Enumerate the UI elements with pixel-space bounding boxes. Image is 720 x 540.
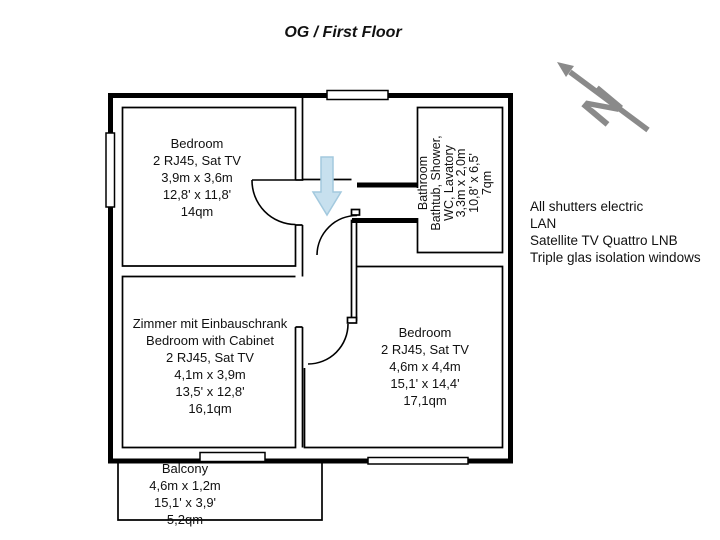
window-bottom [367, 456, 469, 465]
balcony-door [199, 451, 266, 463]
room-label-bedroom-bottom-right: Bedroom 2 RJ45, Sat TV 4,6m x 4,4m 15,1'… [345, 324, 505, 409]
room-label-bedroom-top-left: Bedroom 2 RJ45, Sat TV 3,9m x 3,6m 12,8'… [122, 135, 272, 220]
door-swings [251, 179, 358, 365]
note-line: All shutters electric [530, 199, 644, 214]
door-arc-bedroom-top-left [251, 179, 296, 226]
room-label-balcony: Balcony 4,6m x 1,2m 15,1' x 3,9' 5,2qm [115, 460, 255, 528]
wall-bedroom-top-left [121, 106, 297, 267]
room-size-ft: 13,5' x 12,8' [175, 384, 245, 399]
door-arc-bathroom [316, 214, 358, 256]
room-size-ft: 12,8' x 11,8' [162, 187, 232, 202]
room-name: Bedroom [170, 136, 224, 151]
page-title: OG / First Floor [284, 24, 402, 41]
stairs-down-arrow-icon [311, 156, 343, 217]
balcony-outline [117, 463, 323, 521]
door-jamb-lower [346, 316, 358, 324]
room-name-de: Zimmer mit Einbauschrank [132, 316, 288, 331]
room-features: 2 RJ45, Sat TV [153, 153, 241, 168]
note-line: Triple glas isolation windows [530, 250, 701, 265]
door-jamb-upper [350, 208, 361, 216]
room-size-m: 4,1m x 3,9m [174, 367, 246, 382]
room-label-bathroom: Bathroom Bathtub, Shower, WC, Lavatory 3… [416, 105, 495, 261]
room-size-m: 3,9m x 3,6m [161, 170, 233, 185]
door-arc-bedroom-bottom-right [307, 323, 349, 365]
note-line: Satellite TV Quattro LNB [530, 233, 678, 248]
room-name: Balcony [161, 461, 209, 476]
window-top [326, 89, 389, 101]
room-area: 16,1qm [188, 401, 232, 416]
compass-arrow-head [557, 62, 574, 77]
room-area: 7qm [479, 170, 494, 196]
wall-bedroom-bottom-right [303, 265, 504, 449]
room-area: 5,2qm [166, 512, 204, 527]
room-features: 2 RJ45, Sat TV [381, 342, 469, 357]
outer-walls [108, 93, 513, 464]
north-compass-icon: N [557, 62, 650, 136]
compass-letter: N [571, 77, 632, 136]
room-size-m: 4,6m x 4,4m [389, 359, 461, 374]
window-left [105, 132, 116, 208]
interior-walls [121, 95, 504, 449]
room-area: 17,1qm [403, 393, 447, 408]
room-label-bedroom-with-cabinet: Zimmer mit Einbauschrank Bedroom with Ca… [117, 315, 303, 417]
room-name-en: Bedroom with Cabinet [146, 333, 274, 348]
room-size-ft: 15,1' x 14,4' [390, 376, 460, 391]
room-features: 2 RJ45, Sat TV [166, 350, 254, 365]
room-size-m: 4,6m x 1,2m [149, 478, 221, 493]
room-name: Bathroom [416, 155, 430, 211]
room-name: Bedroom [398, 325, 452, 340]
wall-bathroom [416, 106, 504, 254]
wall-vestibule [350, 219, 358, 321]
room-size-ft: 15,1' x 3,9' [153, 495, 217, 510]
note-line: LAN [530, 216, 557, 231]
room-area: 14qm [180, 204, 214, 219]
wall-hall-side-upper [295, 95, 304, 277]
compass-arrow-line [568, 69, 650, 133]
features-notes: All shutters electric LAN Satellite TV Q… [530, 198, 715, 266]
room-features: Bathtub, Shower, [428, 135, 443, 231]
windows [105, 89, 469, 465]
wall-room-bottom-left [121, 275, 297, 449]
wall-hall-side-lower [295, 326, 304, 448]
corridor-walls [352, 182, 418, 223]
